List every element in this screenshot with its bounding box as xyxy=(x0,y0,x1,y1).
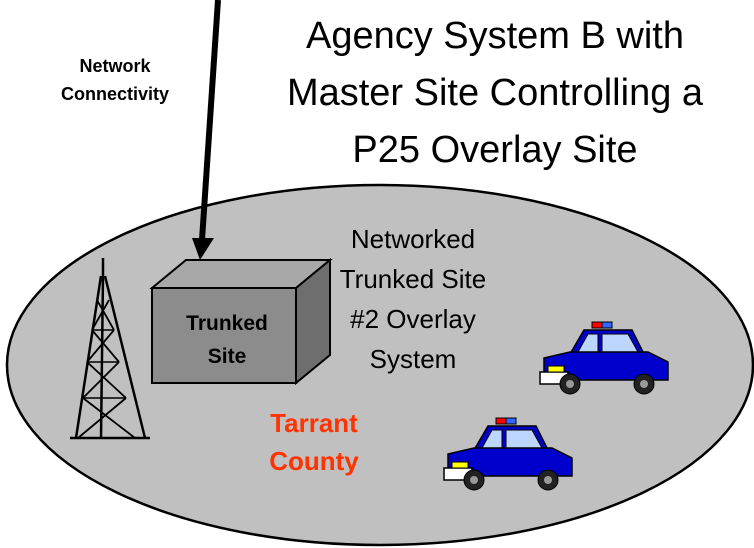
network-connectivity-label: Network Connectivity xyxy=(60,56,170,104)
trunked-site-label: Trunked Site xyxy=(186,312,268,368)
county-label: Tarrant County xyxy=(269,408,359,476)
diagram-title: Agency System B with Master Site Control… xyxy=(286,15,704,171)
overlay-system-label: Networked Trunked Site #2 Overlay System xyxy=(339,224,487,374)
police-car-icon xyxy=(443,417,573,491)
police-car-icon xyxy=(539,321,669,395)
radio-tower-icon xyxy=(70,258,150,440)
network-connectivity-arrow xyxy=(192,0,221,260)
trunked-site-box xyxy=(149,257,333,386)
